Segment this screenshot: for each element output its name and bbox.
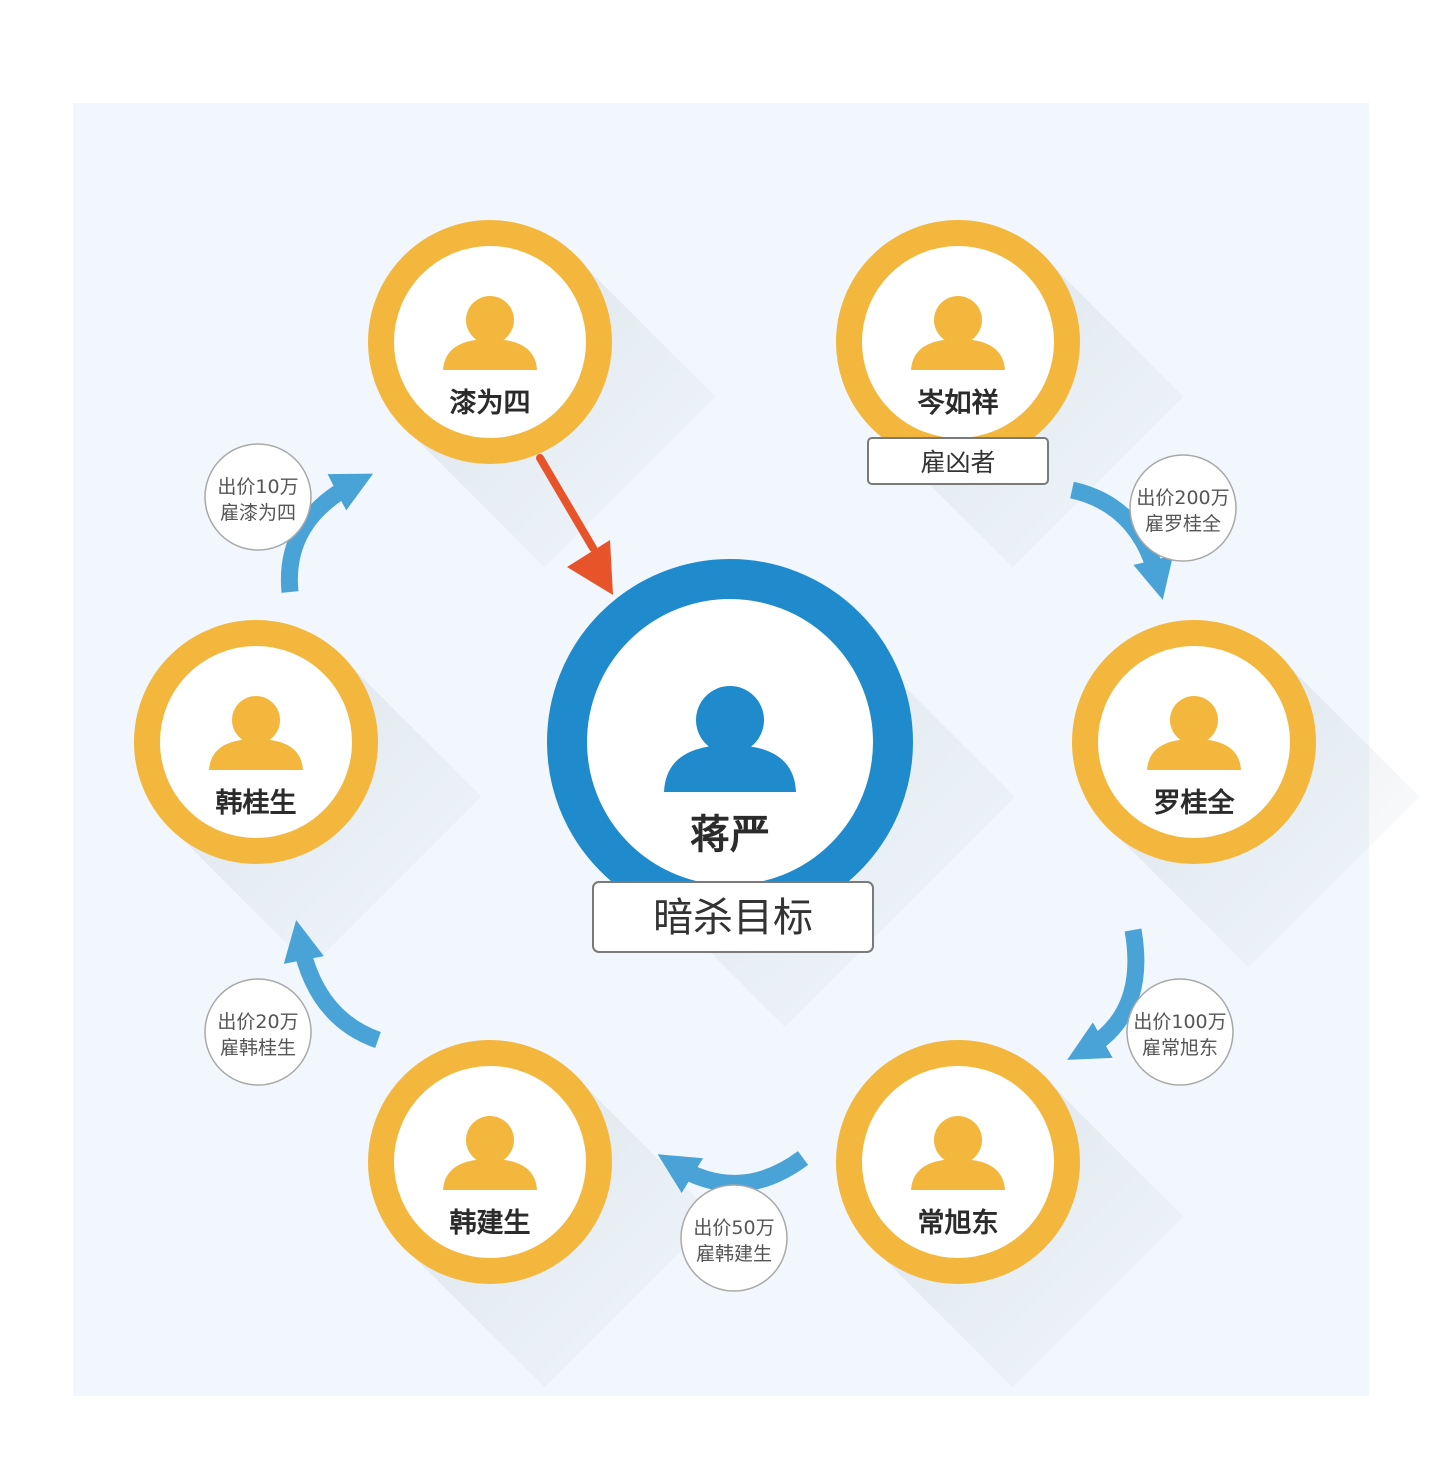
person-name: 岑如祥 — [918, 387, 999, 419]
flow-arrow — [1069, 481, 1174, 600]
payment-amount: 出价100万 — [1133, 1011, 1226, 1033]
payment-amount: 出价20万 — [217, 1011, 298, 1033]
payment-hire: 雇罗桂全 — [1145, 513, 1221, 535]
target-tag-box — [592, 881, 874, 953]
payment-amount: 出价200万 — [1136, 487, 1229, 509]
person-name: 罗桂全 — [1154, 787, 1236, 819]
bubble-circle — [204, 978, 312, 1086]
person-node-qi: 漆为四 — [368, 220, 612, 464]
person-icon — [443, 1116, 537, 1190]
target-node: 蒋严 暗杀目标 — [547, 559, 913, 953]
payment-amount: 出价10万 — [217, 476, 298, 498]
target-name: 蒋严 — [690, 812, 770, 858]
person-name: 韩桂生 — [216, 788, 297, 819]
target-tag: 暗杀目标 — [653, 895, 813, 941]
person-icon — [911, 296, 1005, 370]
person-node-chang: 常旭东 — [836, 1040, 1080, 1284]
bubble-circle — [680, 1184, 788, 1292]
person-icon — [911, 1116, 1005, 1190]
payment-arrows — [280, 473, 1174, 1194]
payment-amount: 出价50万 — [693, 1217, 774, 1239]
person-icon — [1147, 696, 1241, 770]
flow-arrow — [657, 1151, 809, 1194]
bubble-circle — [204, 443, 312, 551]
person-tag: 雇凶者 — [920, 448, 995, 477]
flow-arrow — [1067, 928, 1145, 1060]
bubble-circle — [1126, 978, 1234, 1086]
person-name: 漆为四 — [450, 388, 531, 419]
person-node-luo: 罗桂全 — [1072, 620, 1316, 864]
person-node-hangs: 韩桂生 — [134, 620, 378, 864]
flow-arrow — [283, 919, 382, 1049]
bubble-circle — [1129, 454, 1237, 562]
person-icon — [209, 696, 303, 770]
payment-hire: 雇韩桂生 — [220, 1037, 296, 1059]
flow-arrow — [280, 473, 374, 593]
person-tag-box — [867, 437, 1049, 485]
payment-hire: 雇韩建生 — [696, 1243, 772, 1265]
payment-hire: 雇漆为四 — [220, 502, 296, 524]
payment-hire: 雇常旭东 — [1142, 1037, 1218, 1059]
person-name: 常旭东 — [918, 1207, 999, 1239]
person-icon — [443, 296, 537, 370]
attack-arrow — [536, 454, 613, 595]
person-name: 韩建生 — [450, 1208, 531, 1239]
person-icon — [664, 686, 796, 792]
payment-bubbles: 出价200万雇罗桂全出价100万雇常旭东出价50万雇韩建生出价20万雇韩桂生出价… — [204, 443, 1237, 1292]
person-node-hanjs: 韩建生 — [368, 1040, 612, 1284]
